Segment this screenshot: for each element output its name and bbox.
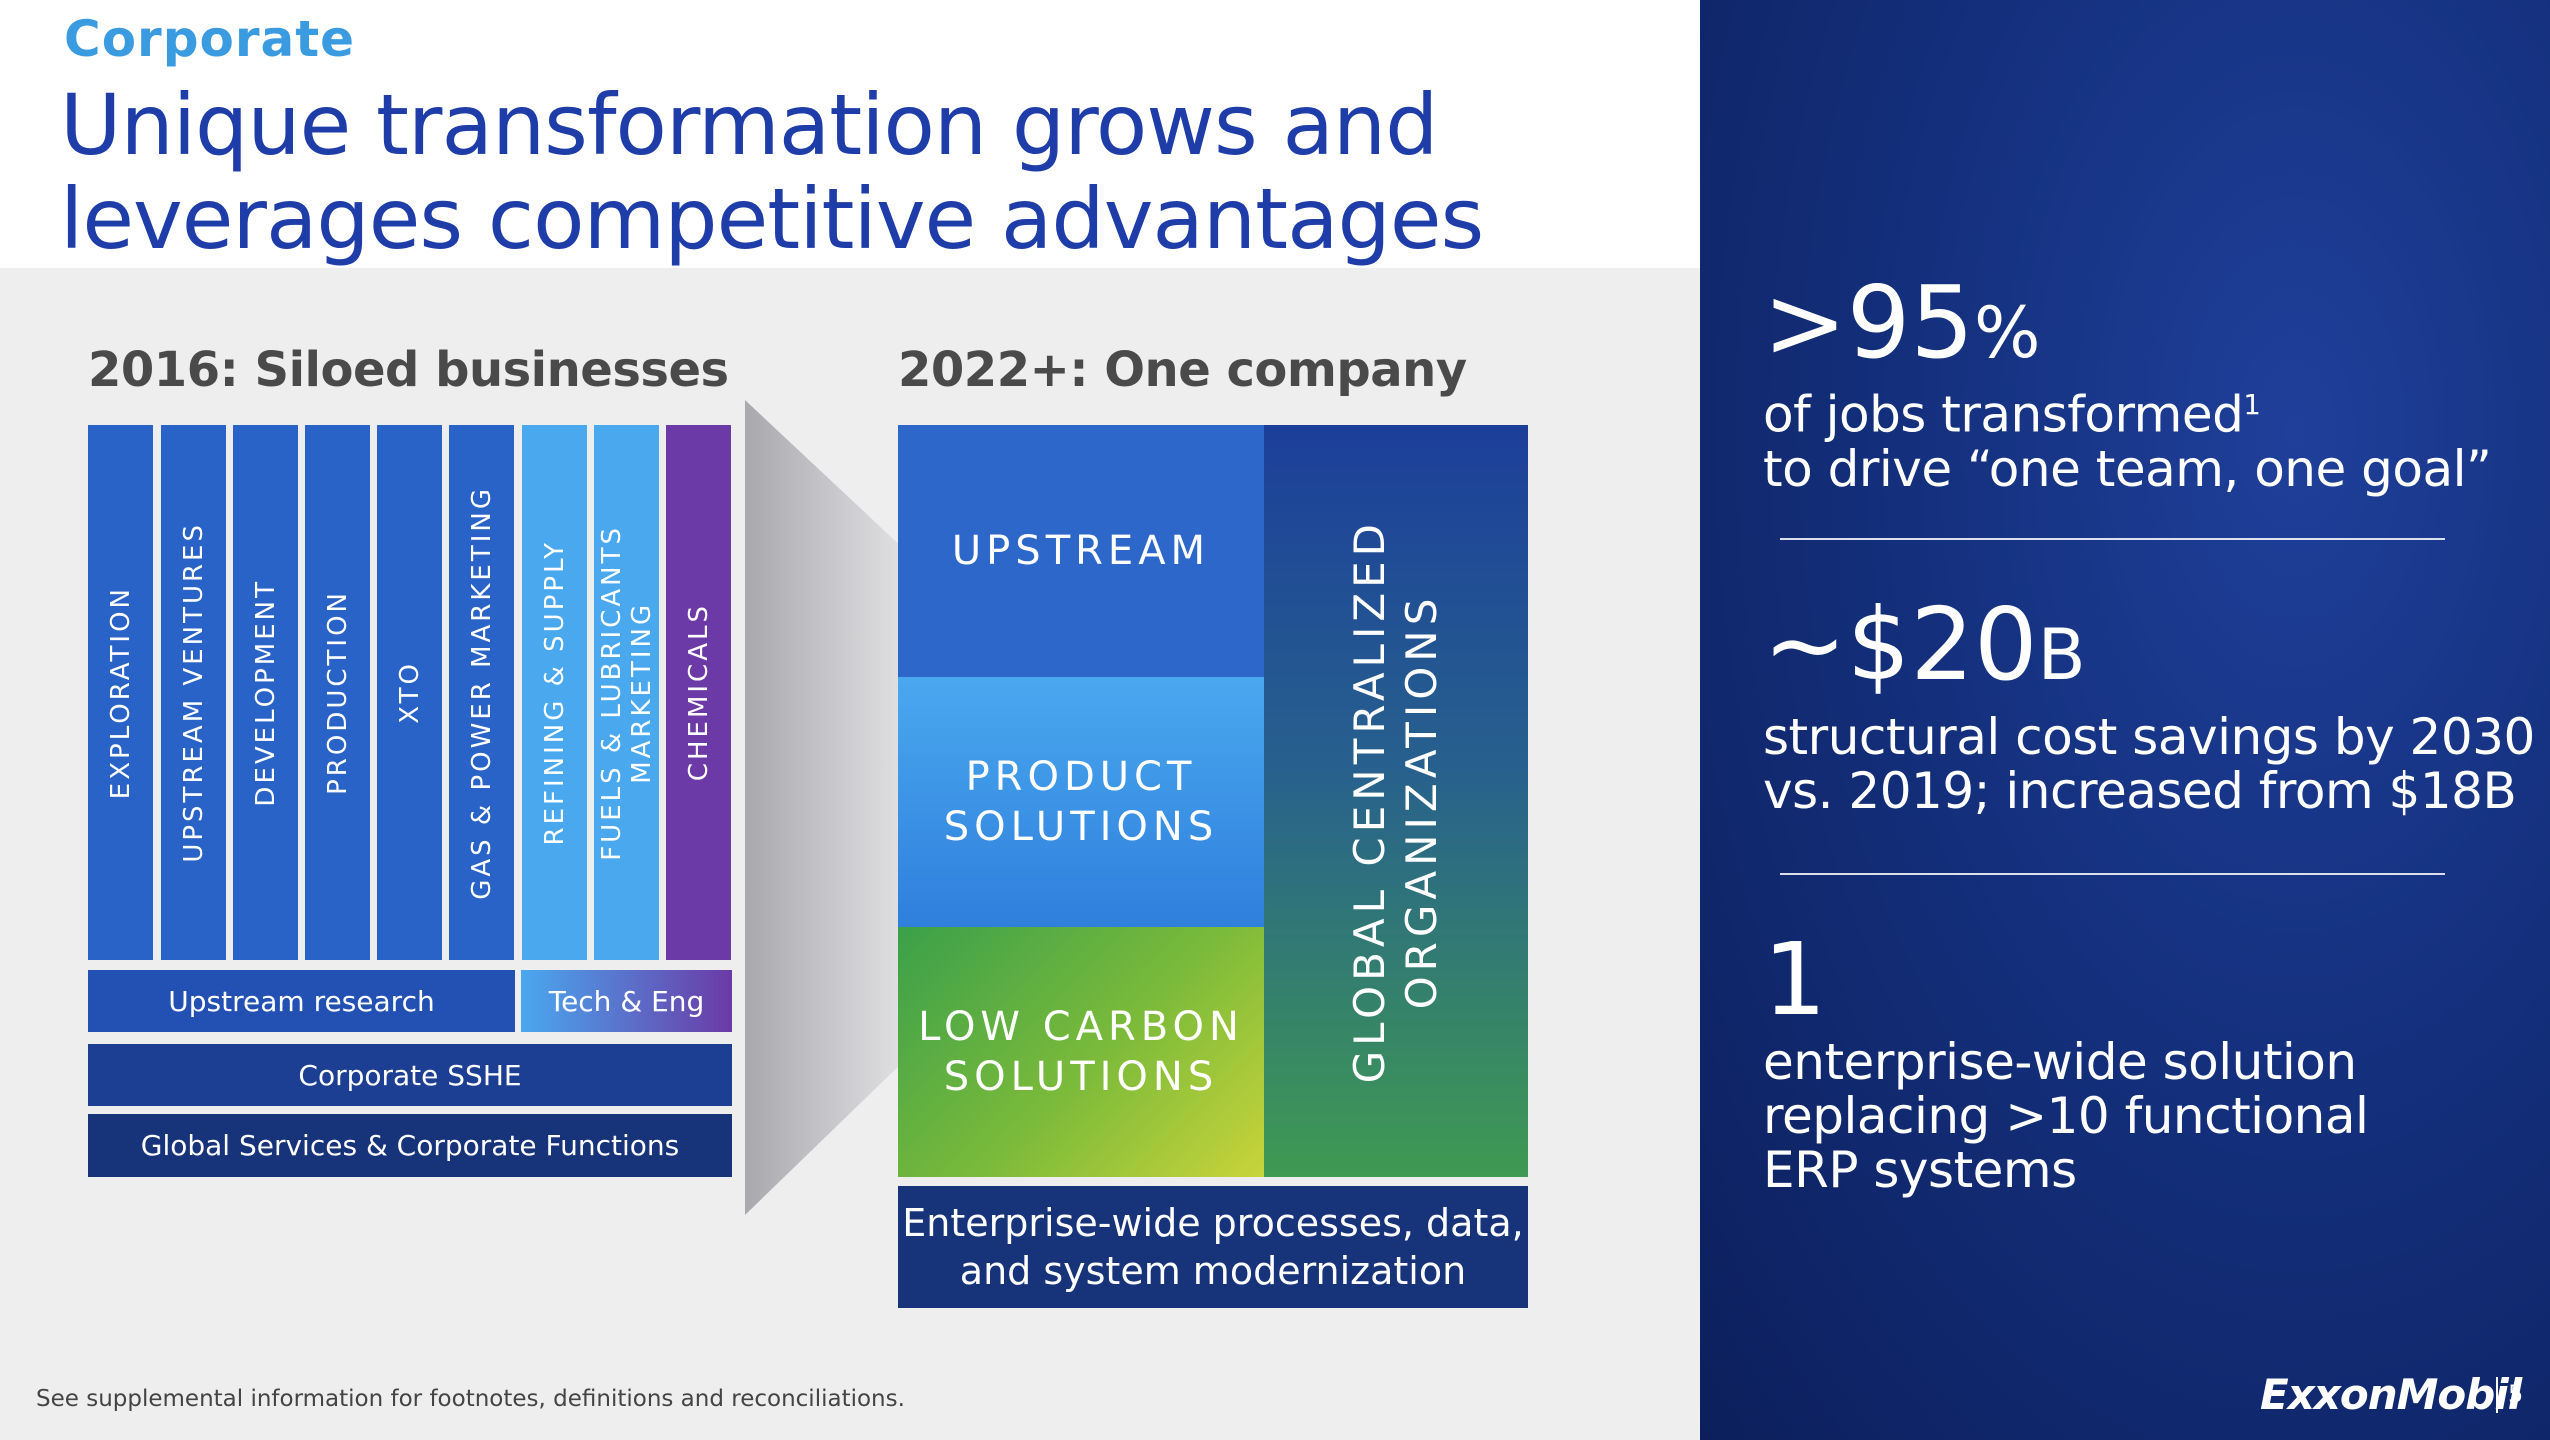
stats-panel: >95% of jobs transformed1 to drive “one … — [1700, 0, 2550, 1440]
silo-column: XTO — [377, 425, 442, 960]
stat-jobs-line1: of jobs transformed — [1763, 385, 2244, 444]
silo-label: FUELS & LUBRICANTS MARKETING — [596, 524, 657, 861]
global-centralized-label: GLOBAL CENTRALIZED ORGANIZATIONS — [1345, 518, 1446, 1084]
silo-label: REFINING & SUPPLY — [539, 539, 570, 846]
exxonmobil-logo: ExxonMobil — [2260, 1370, 2522, 1419]
corporate-sshe-bar: Corporate SSHE — [88, 1044, 732, 1106]
stat-savings-line2: vs. 2019; increased from $18B — [1763, 762, 2517, 820]
product-solutions-segment: PRODUCT SOLUTIONS — [898, 677, 1264, 927]
silo-label: EXPLORATION — [105, 585, 136, 800]
silo-column: FUELS & LUBRICANTS MARKETING — [594, 425, 659, 960]
silo-column: GAS & POWER MARKETING — [449, 425, 514, 960]
stat-erp-line1: enterprise-wide solution — [1763, 1033, 2357, 1091]
stat-jobs-value: >95 — [1763, 264, 1975, 381]
silo-column: DEVELOPMENT — [233, 425, 298, 960]
title-line-1: Unique transformation grows and — [60, 76, 1438, 174]
page-number: 5 — [2508, 1380, 2524, 1408]
stat-erp-line2: replacing >10 functional — [1763, 1087, 2369, 1145]
one-company-heading: 2022+: One company — [898, 342, 1467, 398]
stat-jobs-unit: % — [1974, 292, 2041, 374]
stat-jobs-footnote: 1 — [2243, 389, 2261, 421]
upstream-segment: UPSTREAM — [898, 425, 1264, 677]
silo-column: UPSTREAM VENTURES — [161, 425, 226, 960]
tech-eng-bar: Tech & Eng — [521, 970, 732, 1032]
funnel-arrow — [745, 400, 905, 1215]
stat-erp-value: 1 — [1763, 921, 1827, 1038]
section-label: Corporate — [64, 10, 356, 68]
stat-savings: ~$20B structural cost savings by 2030 vs… — [1763, 590, 2535, 820]
low-carbon-segment: LOW CARBON SOLUTIONS — [898, 927, 1264, 1177]
global-services-bar: Global Services & Corporate Functions — [88, 1114, 732, 1177]
logo-divider — [2496, 1377, 2498, 1413]
silo-label: XTO — [394, 661, 425, 724]
divider — [1780, 873, 2445, 875]
siloed-heading: 2016: Siloed businesses — [88, 342, 729, 398]
upstream-research-bar: Upstream research — [88, 970, 515, 1032]
stat-jobs: >95% of jobs transformed1 to drive “one … — [1763, 268, 2492, 498]
stat-erp: 1 enterprise-wide solution replacing >10… — [1763, 921, 2369, 1199]
enterprise-bar: Enterprise-wide processes, data, and sys… — [898, 1186, 1528, 1308]
title-line-2: leverages competitive advantages — [60, 170, 1484, 268]
stat-savings-value: ~$20 — [1763, 586, 2038, 703]
stat-erp-line3: ERP systems — [1763, 1141, 2077, 1199]
silo-label: UPSTREAM VENTURES — [178, 522, 209, 863]
silo-column: PRODUCTION — [305, 425, 370, 960]
footnote: See supplemental information for footnot… — [36, 1386, 905, 1412]
stat-savings-unit: B — [2037, 614, 2086, 696]
silo-column: REFINING & SUPPLY — [522, 425, 587, 960]
page-title: Unique transformation grows and leverage… — [60, 76, 1484, 268]
silo-label: PRODUCTION — [322, 590, 353, 795]
silo-label: GAS & POWER MARKETING — [466, 485, 497, 900]
silo-column: EXPLORATION — [88, 425, 153, 960]
silo-label: DEVELOPMENT — [250, 578, 281, 807]
stat-jobs-line2: to drive “one team, one goal” — [1763, 439, 2492, 498]
silo-column: CHEMICALS — [666, 425, 731, 960]
silo-label: CHEMICALS — [683, 603, 714, 782]
stat-savings-line1: structural cost savings by 2030 — [1763, 708, 2535, 766]
divider — [1780, 538, 2445, 540]
global-centralized-segment: GLOBAL CENTRALIZED ORGANIZATIONS — [1264, 425, 1528, 1177]
